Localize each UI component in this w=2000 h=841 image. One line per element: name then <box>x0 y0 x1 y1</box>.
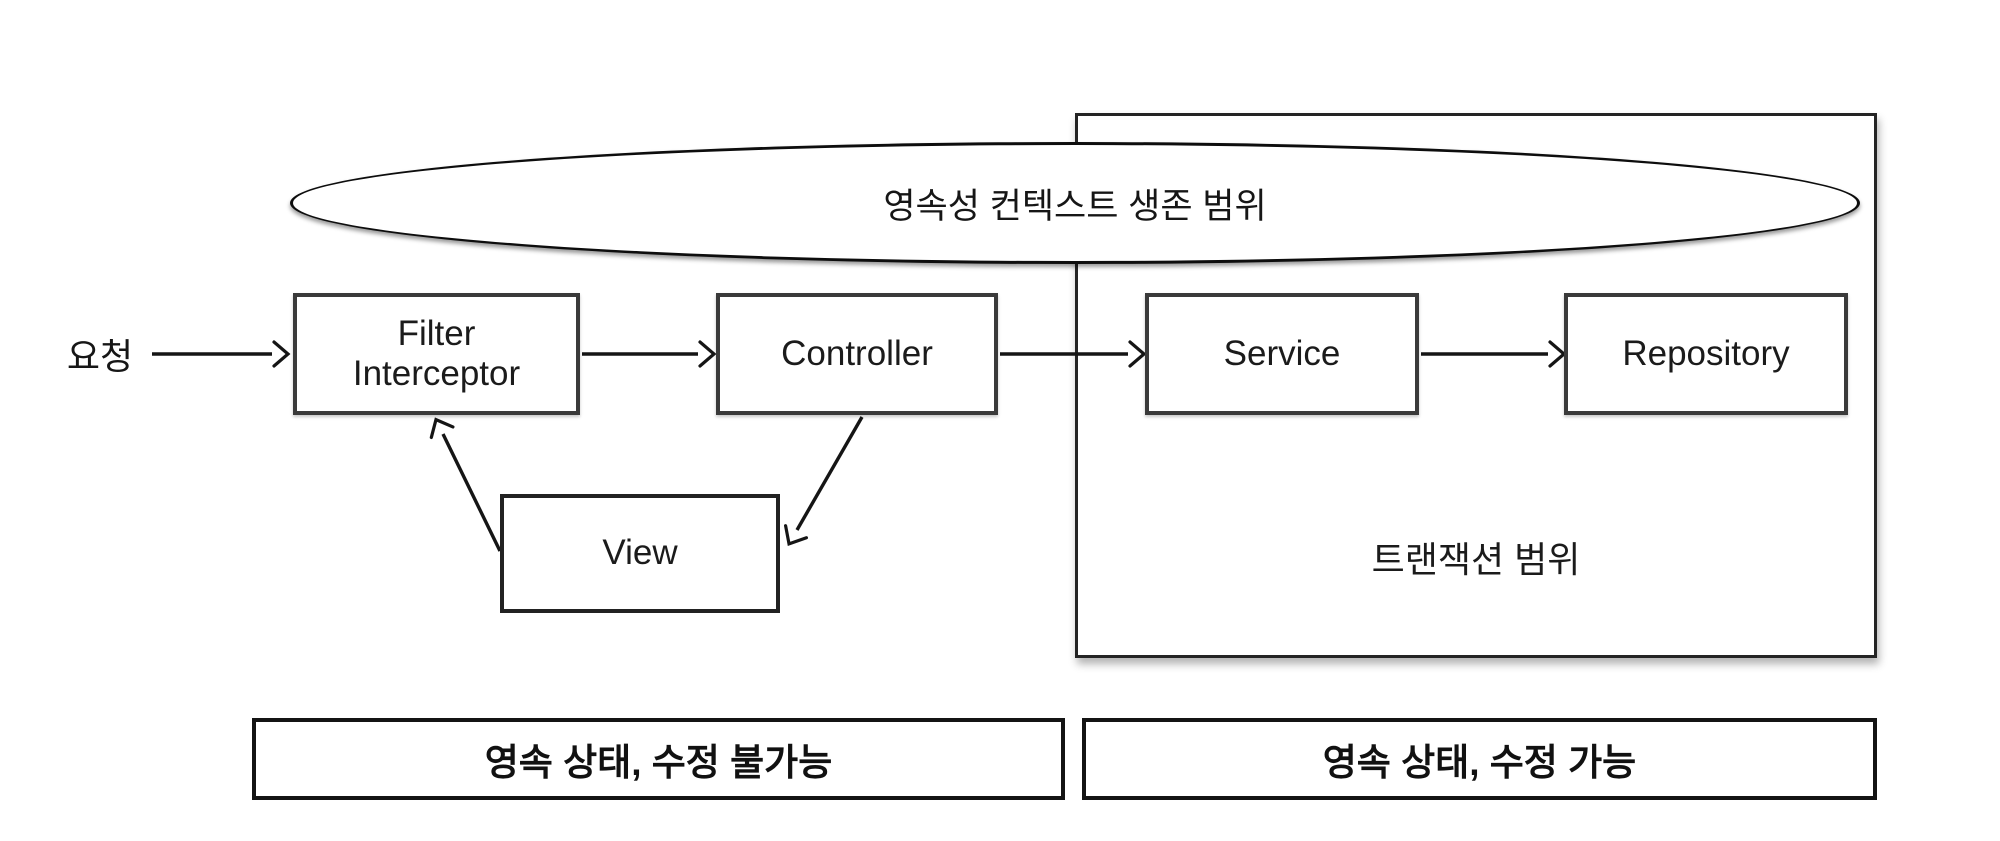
arrow-controller-to-view <box>784 416 864 547</box>
node-filter-interceptor-label: Filter Interceptor <box>352 313 521 393</box>
legend-persistent-modifiable: 영속 상태, 수정 가능 <box>1082 718 1877 800</box>
node-controller-label: Controller <box>781 333 933 373</box>
node-service: Service <box>1145 293 1419 415</box>
persistence-scope-label: 영속성 컨텍스트 생존 범위 <box>883 186 1267 226</box>
persistence-scope-ellipse: 영속성 컨텍스트 생존 범위 <box>290 142 1860 264</box>
arrow-view-to-filter <box>429 417 502 552</box>
node-filter-interceptor: Filter Interceptor <box>293 293 580 415</box>
legend-persistent-not-modifiable: 영속 상태, 수정 불가능 <box>252 718 1065 800</box>
node-view-label: View <box>602 533 678 573</box>
node-view: View <box>500 494 780 613</box>
node-repository: Repository <box>1564 293 1848 415</box>
node-repository-label: Repository <box>1622 333 1790 373</box>
node-controller: Controller <box>716 293 998 415</box>
request-label: 요청 <box>66 336 134 377</box>
transaction-scope-label: 트랜잭션 범위 <box>1371 539 1581 580</box>
node-service-label: Service <box>1223 333 1341 373</box>
